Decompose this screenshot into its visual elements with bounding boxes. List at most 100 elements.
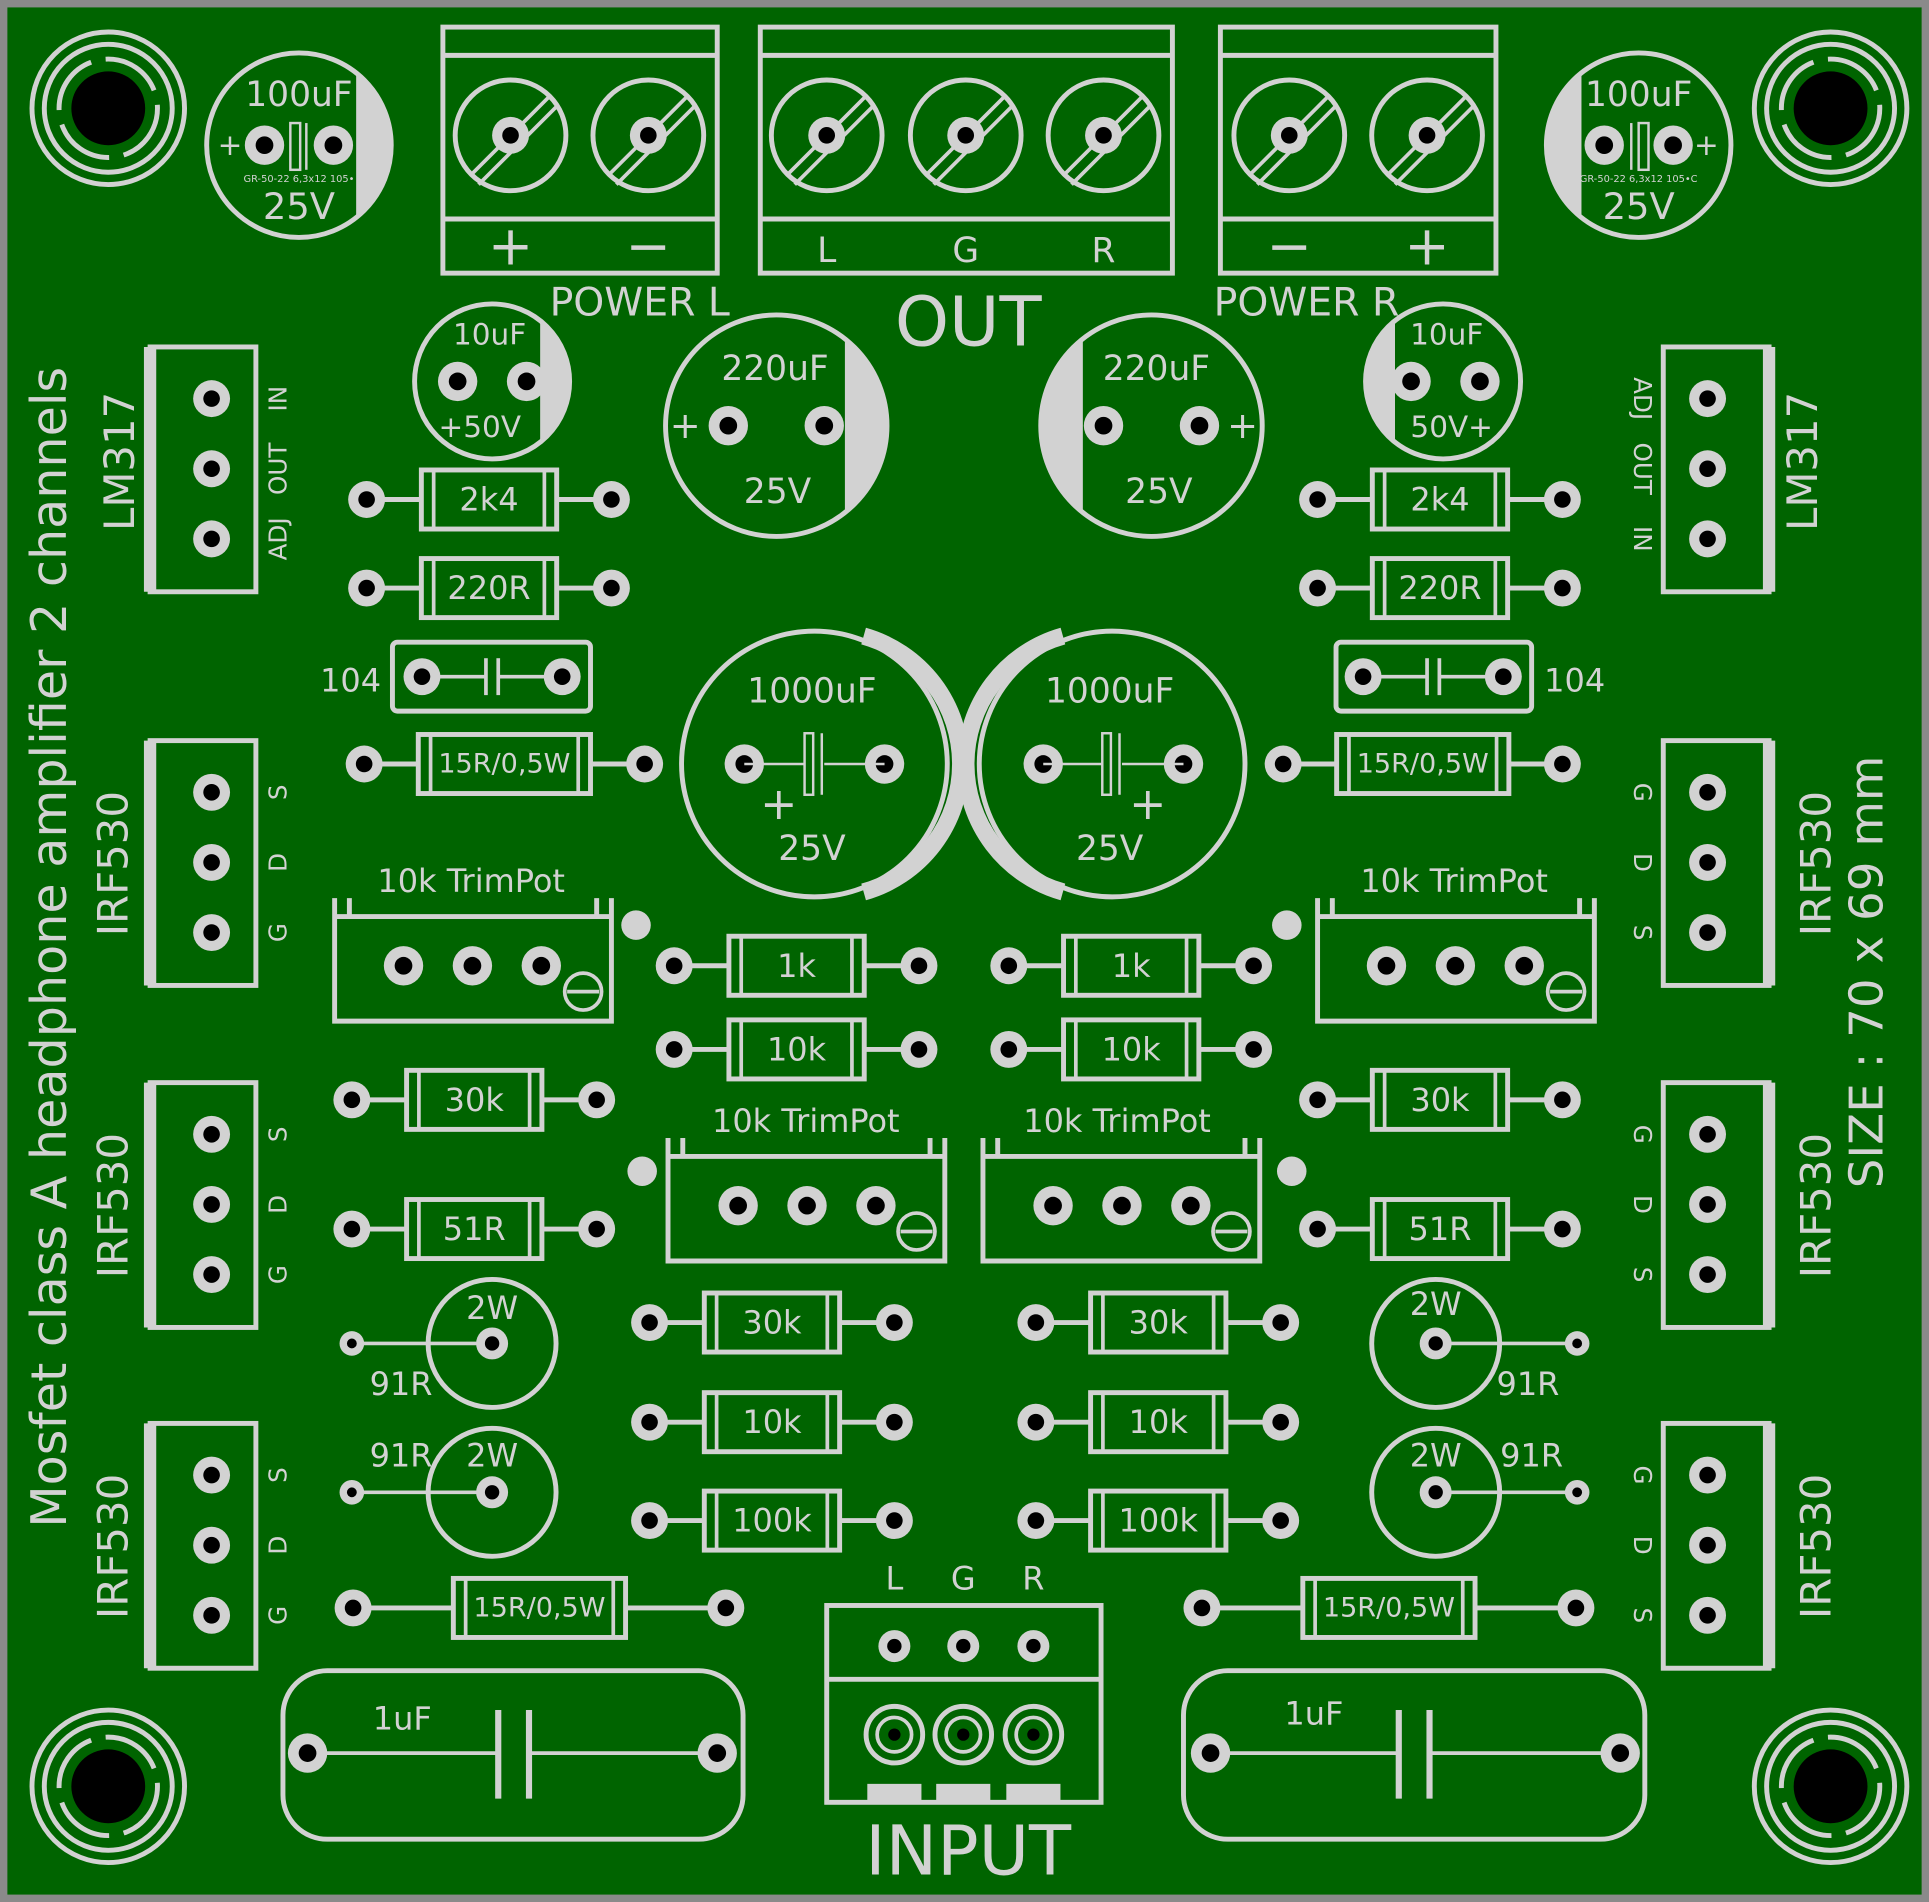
resistor-label: 30k	[1129, 1304, 1189, 1342]
power-rating-label: 2W	[1410, 1436, 1462, 1474]
resistor: 15R/0,5W	[345, 732, 664, 796]
pad-hole	[1027, 1512, 1045, 1529]
lm317-label: LM317	[1778, 392, 1827, 531]
cap-104: 104	[1333, 639, 1605, 714]
connector-latch	[867, 1783, 922, 1803]
cap-label: 10uF	[453, 318, 526, 352]
mounting-hole-drill	[71, 71, 146, 146]
pad-hole	[1567, 1599, 1585, 1617]
resistor-label: 30k	[742, 1304, 802, 1342]
pad-hole	[255, 136, 274, 155]
pad-hole	[1402, 372, 1420, 391]
pad-hole	[343, 1220, 361, 1238]
resistor-label: 10k	[1102, 1030, 1162, 1068]
pad-hole	[665, 957, 683, 975]
pad-hole	[355, 755, 373, 773]
resistor: 10k	[1017, 1390, 1300, 1455]
pin-label: S	[264, 784, 293, 800]
pin-label: S	[1628, 1267, 1657, 1283]
pad-hole	[957, 127, 975, 144]
resistor-body	[726, 1017, 867, 1082]
pad-hole	[887, 1638, 902, 1654]
resistor: 30k	[333, 1067, 616, 1132]
pad-hole	[203, 783, 220, 801]
resistor: 2k4	[348, 467, 630, 532]
resistor-label: 1k	[777, 947, 816, 985]
pad-hole	[1000, 957, 1018, 975]
cap-label: 1uF	[373, 1700, 432, 1738]
pad-hole	[603, 491, 620, 508]
pad-hole	[324, 136, 343, 155]
pad-hole	[1699, 854, 1716, 871]
resistor-label: 91R	[370, 1365, 433, 1403]
resistor-label: 100k	[1118, 1502, 1198, 1540]
pad-hole	[588, 1091, 605, 1109]
irf530-label: IRF530	[89, 1133, 138, 1278]
pad-hole	[1354, 668, 1372, 685]
resistor: 15R/0,5W	[1264, 732, 1581, 796]
pad-hole	[1554, 1091, 1571, 1109]
mounting-hole	[1751, 1707, 1910, 1866]
pin-label: D	[264, 1195, 293, 1214]
resistor-label: 220R	[447, 569, 530, 607]
pad-hole	[1699, 1126, 1716, 1143]
resistor: 220R	[348, 556, 630, 621]
pin-label: ADJ	[1628, 377, 1657, 420]
cap-label: 25V	[744, 472, 812, 512]
resistor-body	[1088, 1488, 1229, 1553]
pad-hole	[886, 1413, 903, 1431]
pad-hole	[358, 491, 375, 508]
resistor-label: 30k	[1410, 1081, 1470, 1119]
pad-hole	[1699, 460, 1716, 478]
pad-hole	[358, 579, 375, 597]
cap-label: 1000uF	[747, 671, 876, 711]
cap-1uf: 1uF	[280, 1668, 746, 1842]
cap-label: 1000uF	[1045, 671, 1174, 711]
pad-hole	[886, 1512, 903, 1529]
board-size: SIZE : 70 x 69 mm	[1840, 756, 1894, 1189]
pad-hole	[203, 1266, 220, 1283]
pad-hole	[1554, 491, 1571, 508]
power-rating-label: 2W	[466, 1289, 518, 1327]
trimpot-label: 10k TrimPot	[1360, 862, 1548, 900]
resistor: 10k	[990, 1017, 1273, 1082]
pad-hole	[886, 1314, 903, 1331]
resistor-body	[1369, 467, 1511, 532]
pad-hole	[1554, 579, 1571, 597]
connector-latch	[1006, 1783, 1061, 1803]
pin-label: G	[1628, 1466, 1657, 1485]
resistor-label: 91R	[1496, 1365, 1559, 1403]
pin-label: D	[1628, 1536, 1657, 1555]
pad-hole	[1418, 127, 1436, 144]
pad-hole	[203, 1466, 220, 1484]
pin-label: S	[1628, 925, 1657, 941]
cap-label: 104	[1544, 661, 1605, 699]
pad-hole	[1201, 1744, 1220, 1762]
mounting-hole-drill	[1793, 71, 1868, 146]
pad-hole	[517, 372, 536, 391]
resistor-body	[1061, 933, 1202, 998]
pad-hole	[203, 1607, 220, 1624]
connector-label: OUT	[895, 282, 1043, 362]
pad-hole	[502, 127, 519, 144]
cap-label: +	[1227, 404, 1258, 447]
terminal-pin-label: −	[626, 215, 671, 278]
pad-hole	[1595, 136, 1614, 155]
terminal-pin-label: +	[488, 215, 533, 278]
pad-hole	[203, 1196, 220, 1213]
pin-label: S	[264, 1126, 293, 1142]
polarity-band	[1040, 338, 1083, 513]
pin-label: D	[1628, 1195, 1657, 1214]
pad-hole	[203, 1126, 220, 1143]
pad-hole	[463, 956, 482, 975]
pin-label: D	[264, 853, 293, 872]
cap-label: 25V	[1603, 185, 1675, 228]
pad-hole	[1272, 1314, 1289, 1331]
pad-hole	[343, 1091, 361, 1109]
pad-hole	[203, 460, 220, 478]
pad-hole	[1699, 530, 1716, 548]
resistor: 30k	[1017, 1290, 1300, 1355]
